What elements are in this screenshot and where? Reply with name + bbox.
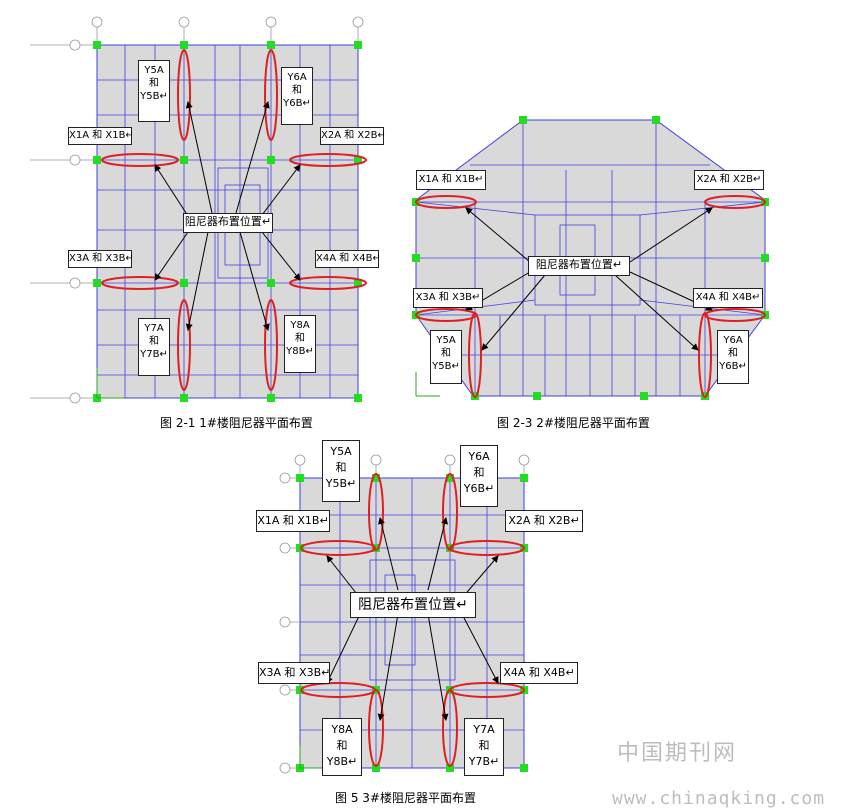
plan1-label-y8-line1: Y8A	[290, 320, 310, 331]
plan3-center-label: 阻尼器布置位置↵	[350, 592, 476, 618]
plan2-label-y5-line3: Y5B↵	[432, 361, 460, 372]
plan1-center-label: 阻尼器布置位置↵	[183, 213, 273, 233]
plan2-center-label: 阻尼器布置位置↵	[528, 256, 630, 276]
plan3-arrows	[326, 517, 499, 721]
plan2-label-y6: Y6A 和 Y6B↵	[717, 330, 749, 384]
plan3-caption: 图 5 3#楼阻尼器平面布置	[335, 791, 476, 805]
plan1-label-y8-line3: Y8B↵	[286, 346, 314, 357]
plan1-label-y6-line2: 和	[292, 85, 302, 96]
plan3-axis-marker	[299, 745, 322, 769]
plan3-label-y6-line1: Y6A	[468, 450, 490, 463]
plan3-label-x1: X1A 和 X1B↵	[256, 510, 330, 532]
plan2-label-y6-line1: Y6A	[723, 335, 743, 346]
plan3-label-x2: X2A 和 X2B↵	[505, 510, 583, 532]
plan1-label-y7-line3: Y7B↵	[140, 349, 168, 360]
plan2-label-y5-line1: Y5A	[436, 335, 456, 346]
plan1-caption: 图 2-1 1#楼阻尼器平面布置	[160, 416, 313, 430]
plan3-label-y5-line2: 和	[335, 461, 347, 474]
plan1-label-y8: Y8A 和 Y8B↵	[284, 315, 316, 373]
plan1-label-x1: X1A 和 X1B↵	[68, 127, 134, 145]
plan3-label-y7-line3: Y7B↵	[468, 755, 500, 768]
plan1-label-x3: X3A 和 X3B↵	[68, 250, 134, 268]
plan1-label-y5: Y5A 和 Y5B↵	[138, 60, 170, 122]
plan2-label-y5: Y5A 和 Y5B↵	[430, 330, 462, 384]
plan2-label-y6-line2: 和	[728, 348, 738, 359]
plan2-label-x1: X1A 和 X1B↵	[416, 170, 486, 190]
plan1-label-y8-line2: 和	[295, 333, 305, 344]
plan2-caption: 图 2-3 2#楼阻尼器平面布置	[497, 416, 650, 430]
plan1-label-x2: X2A 和 X2B↵	[320, 127, 386, 145]
plan3-label-x3: X3A 和 X3B↵	[258, 662, 330, 684]
watermark-cn: 中国期刊网	[617, 741, 738, 766]
plan1-label-y7-line2: 和	[149, 336, 159, 347]
plan2-label-x4: X4A 和 X4B↵	[693, 288, 763, 308]
plan3-label-y6: Y6A 和 Y6B↵	[460, 445, 498, 507]
plan1-label-y5-line2: 和	[149, 78, 159, 89]
plan1-label-y5-line3: Y5B↵	[140, 91, 168, 102]
plan1-label-y7: Y7A 和 Y7B↵	[138, 318, 170, 376]
plan1-damper-ellipses	[101, 49, 367, 391]
plan3-label-y8-line3: Y8B↵	[326, 755, 358, 768]
plan3-damper-ellipses	[300, 473, 525, 767]
plan3-label-y5-line3: Y5B↵	[325, 477, 357, 490]
plan3-label-y5-line1: Y5A	[330, 445, 352, 458]
plan3-label-y5: Y5A 和 Y5B↵	[322, 440, 360, 502]
plan1-label-x4: X4A 和 X4B↵	[315, 250, 381, 268]
plan3-label-y8-line1: Y8A	[331, 723, 353, 736]
plan3-label-x4: X4A 和 X4B↵	[500, 662, 578, 684]
plan1-label-y6-line1: Y6A	[287, 72, 307, 83]
plan1-arrows	[154, 101, 301, 331]
watermark-url: www.chinaqking.com	[612, 788, 826, 809]
plan2-label-y5-line2: 和	[441, 348, 451, 359]
plan3-label-y8: Y8A 和 Y8B↵	[322, 718, 362, 776]
plan2-axis-marker	[415, 372, 440, 397]
plan2-label-x2: X2A 和 X2B↵	[694, 170, 764, 190]
plan2-label-y6-line3: Y6B↵	[719, 361, 747, 372]
plan3-label-y8-line2: 和	[336, 739, 348, 752]
plan1-axis-marker	[96, 368, 125, 399]
plan3-label-y7-line1: Y7A	[473, 723, 495, 736]
plan2-damper-ellipses	[415, 195, 766, 398]
plan1-label-y7-line1: Y7A	[144, 323, 164, 334]
plan1-label-y6-line3: Y6B↵	[283, 98, 311, 109]
plan2-label-x3: X3A 和 X3B↵	[413, 288, 483, 308]
plan1-label-y6: Y6A 和 Y6B↵	[281, 67, 313, 125]
plan3-label-y6-line3: Y6B↵	[463, 482, 495, 495]
plan1-axis-bubbles	[69, 16, 364, 404]
plan3-label-y6-line2: 和	[473, 466, 485, 479]
plan3-label-y7-line2: 和	[478, 739, 490, 752]
plan3-label-y7: Y7A 和 Y7B↵	[464, 718, 504, 776]
plan3-axis-bubbles	[279, 454, 530, 774]
plan1-label-y5-line1: Y5A	[144, 65, 164, 76]
